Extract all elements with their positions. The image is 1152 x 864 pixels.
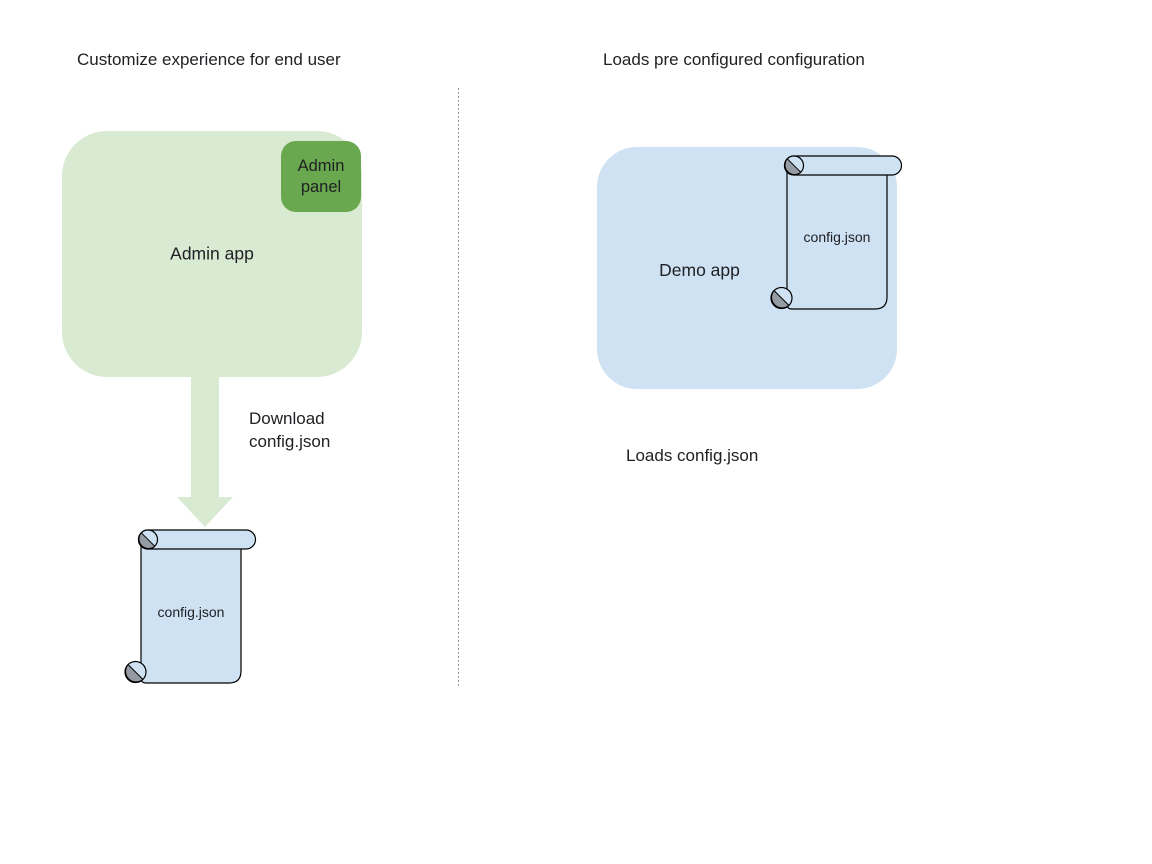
- admin-panel-box: Admin panel: [281, 141, 361, 212]
- scroll-bottom-curl-shade: [771, 289, 790, 309]
- scroll-top-curl-shade: [784, 158, 802, 176]
- loads-config-label: Loads config.json: [626, 446, 759, 465]
- config-json-label-right: config.json: [803, 229, 871, 245]
- config-scroll-left: [124, 529, 257, 684]
- admin-app-box: Admin panel Admin app: [62, 131, 362, 377]
- section-divider-line: [458, 88, 459, 686]
- left-section-title: Customize experience for end user: [77, 50, 341, 69]
- download-config-label: Download config.json: [249, 409, 331, 451]
- download-arrow-shape: [177, 377, 233, 527]
- download-arrow-icon: [177, 377, 233, 527]
- admin-panel-label: Admin panel: [297, 156, 345, 196]
- admin-app-label: Admin app: [170, 243, 254, 264]
- config-scroll-right: [770, 155, 903, 310]
- right-section-title: Loads pre configured configuration: [603, 50, 865, 69]
- scroll-bottom-curl-shade: [125, 663, 144, 683]
- config-json-label-left: config.json: [157, 604, 225, 620]
- scroll-top-curl-shade: [138, 532, 156, 550]
- demo-app-label: Demo app: [659, 260, 740, 280]
